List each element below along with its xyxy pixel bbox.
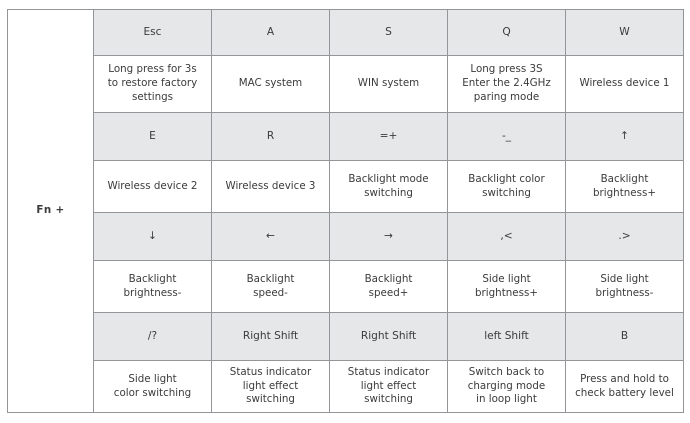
key-cell[interactable]: left Shift (447, 312, 566, 361)
key-label: B (620, 330, 629, 343)
description-cell: Wireless device 1 (565, 55, 684, 113)
description-cell: MAC system (211, 55, 330, 113)
arrow-up-icon: ↑ (620, 130, 629, 143)
description-label: Press and hold to check battery level (575, 372, 674, 399)
key-cell-arrow-left[interactable]: ← (211, 212, 330, 261)
description-label: Status indicator light effect switching (347, 365, 430, 406)
description-cell: Status indicator light effect switching (211, 360, 330, 413)
key-label: /? (147, 330, 158, 343)
description-label: Backlight color switching (468, 172, 545, 199)
description-label: Status indicator light effect switching (229, 365, 312, 406)
key-label: Right Shift (242, 330, 299, 343)
key-cell[interactable]: B (565, 312, 684, 361)
description-cell: Switch back to charging mode in loop lig… (447, 360, 566, 413)
description-label: Backlight speed+ (364, 272, 413, 299)
key-label: S (385, 26, 392, 39)
description-cell: Wireless device 3 (211, 160, 330, 213)
key-cell[interactable]: A (211, 9, 330, 56)
description-cell: Status indicator light effect switching (329, 360, 448, 413)
description-cell: WIN system (329, 55, 448, 113)
key-cell[interactable]: Right Shift (329, 312, 448, 361)
table-row: /? Right Shift Right Shift left Shift B (8, 312, 684, 361)
key-label: Right Shift (360, 330, 417, 343)
description-cell: Side light brightness- (565, 260, 684, 313)
description-cell: Side light brightness+ (447, 260, 566, 313)
key-cell[interactable]: -_ (447, 112, 566, 161)
key-label: left Shift (484, 330, 529, 343)
description-cell: Backlight mode switching (329, 160, 448, 213)
description-label: Backlight speed- (246, 272, 295, 299)
key-cell[interactable]: ,< (447, 212, 566, 261)
key-cell[interactable]: S (329, 9, 448, 56)
key-cell-arrow-up[interactable]: ↑ (565, 112, 684, 161)
key-label: ,< (500, 230, 513, 243)
description-cell: Long press for 3s to restore factory set… (93, 55, 212, 113)
description-label: Long press 3S Enter the 2.4GHz paring mo… (462, 63, 551, 103)
key-cell[interactable]: W (565, 9, 684, 56)
description-label: Side light brightness+ (475, 272, 538, 299)
key-cell[interactable]: E (93, 112, 212, 161)
table-row: Side light color switching Status indica… (8, 360, 684, 413)
description-cell: Wireless device 2 (93, 160, 212, 213)
key-label: Q (502, 26, 511, 39)
description-label: WIN system (357, 77, 420, 90)
fn-shortcut-table: Fn + Esc A S Q W Long press for 3s to re… (7, 9, 684, 413)
description-label: Wireless device 3 (225, 179, 316, 192)
key-cell[interactable]: Right Shift (211, 312, 330, 361)
description-label: Backlight brightness- (123, 272, 182, 299)
arrow-down-icon: ↓ (148, 230, 157, 243)
description-label: Backlight brightness+ (593, 172, 656, 199)
table-row: Fn + Esc A S Q W (7, 9, 684, 413)
key-label: E (149, 130, 156, 143)
key-cell[interactable]: .> (565, 212, 684, 261)
table-row: Long press for 3s to restore factory set… (8, 55, 684, 113)
table-body: Fn + Esc A S Q W Long press for 3s to re… (7, 9, 684, 413)
key-cell[interactable]: /? (93, 312, 212, 361)
arrow-left-icon: ← (266, 230, 275, 243)
key-label: -_ (501, 130, 512, 143)
key-label: .> (618, 230, 631, 243)
description-label: Wireless device 1 (579, 77, 670, 90)
key-cell[interactable]: Esc (93, 9, 212, 56)
fn-modifier-label: Fn + (7, 9, 94, 413)
description-label: Side light brightness- (595, 272, 654, 299)
description-label: Long press for 3s to restore factory set… (107, 63, 198, 103)
key-cell[interactable]: R (211, 112, 330, 161)
key-cell-arrow-down[interactable]: ↓ (93, 212, 212, 261)
description-cell: Press and hold to check battery level (565, 360, 684, 413)
table-row: Backlight brightness- Backlight speed- B… (8, 260, 684, 313)
description-label: MAC system (238, 77, 303, 90)
description-cell: Backlight color switching (447, 160, 566, 213)
description-cell: Side light color switching (93, 360, 212, 413)
key-label: Esc (143, 26, 162, 39)
key-cell[interactable]: =+ (329, 112, 448, 161)
key-label: =+ (379, 130, 398, 143)
description-label: Switch back to charging mode in loop lig… (467, 365, 546, 406)
key-label: A (266, 26, 275, 39)
description-cell: Long press 3S Enter the 2.4GHz paring mo… (447, 55, 566, 113)
description-cell: Backlight speed+ (329, 260, 448, 313)
description-label: Wireless device 2 (107, 179, 198, 192)
description-label: Side light color switching (113, 372, 192, 399)
key-label: R (266, 130, 275, 143)
table-row: ↓ ← → ,< .> (8, 212, 684, 261)
table-row: E R =+ -_ ↑ (8, 112, 684, 161)
description-cell: Backlight brightness- (93, 260, 212, 313)
description-label: Backlight mode switching (348, 172, 429, 199)
key-cell-arrow-right[interactable]: → (329, 212, 448, 261)
arrow-right-icon: → (384, 230, 393, 243)
table-row: Wireless device 2 Wireless device 3 Back… (8, 160, 684, 213)
description-cell: Backlight brightness+ (565, 160, 684, 213)
key-label: W (619, 26, 630, 39)
key-cell[interactable]: Q (447, 9, 566, 56)
description-cell: Backlight speed- (211, 260, 330, 313)
